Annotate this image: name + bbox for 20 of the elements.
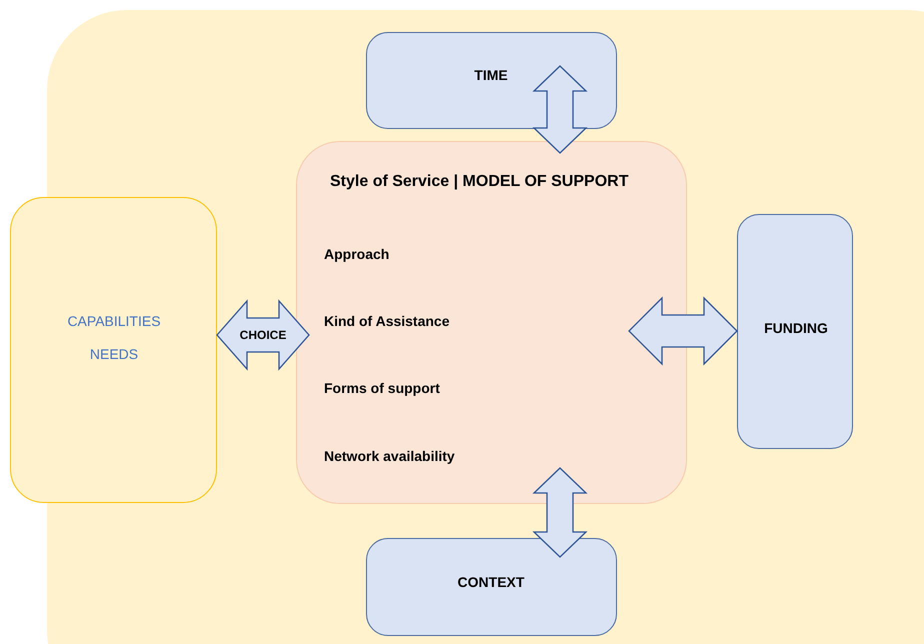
edge-label: CHOICE bbox=[240, 327, 286, 344]
node-label: FUNDING bbox=[764, 319, 828, 338]
double-block-arrow bbox=[216, 299, 310, 371]
node-label: NEEDS bbox=[90, 345, 138, 364]
capabilities-box bbox=[10, 197, 217, 503]
list-item: Approach bbox=[324, 245, 390, 264]
list-item: Network availability bbox=[324, 447, 455, 466]
time-box bbox=[366, 32, 617, 129]
service-model-box bbox=[296, 141, 687, 504]
heading-text: Style of Service | MODEL OF SUPPORT bbox=[330, 172, 628, 192]
node-label: CONTEXT bbox=[458, 573, 524, 592]
double-block-arrow bbox=[628, 296, 738, 366]
node-label: CAPABILITIES bbox=[67, 312, 161, 331]
list-item: Kind of Assistance bbox=[324, 312, 450, 331]
double-block-arrow bbox=[532, 467, 588, 558]
node-label: TIME bbox=[474, 66, 508, 85]
funding-box bbox=[737, 214, 853, 449]
context-box bbox=[366, 538, 617, 636]
double-block-arrow bbox=[532, 65, 588, 154]
list-item: Forms of support bbox=[324, 379, 440, 398]
